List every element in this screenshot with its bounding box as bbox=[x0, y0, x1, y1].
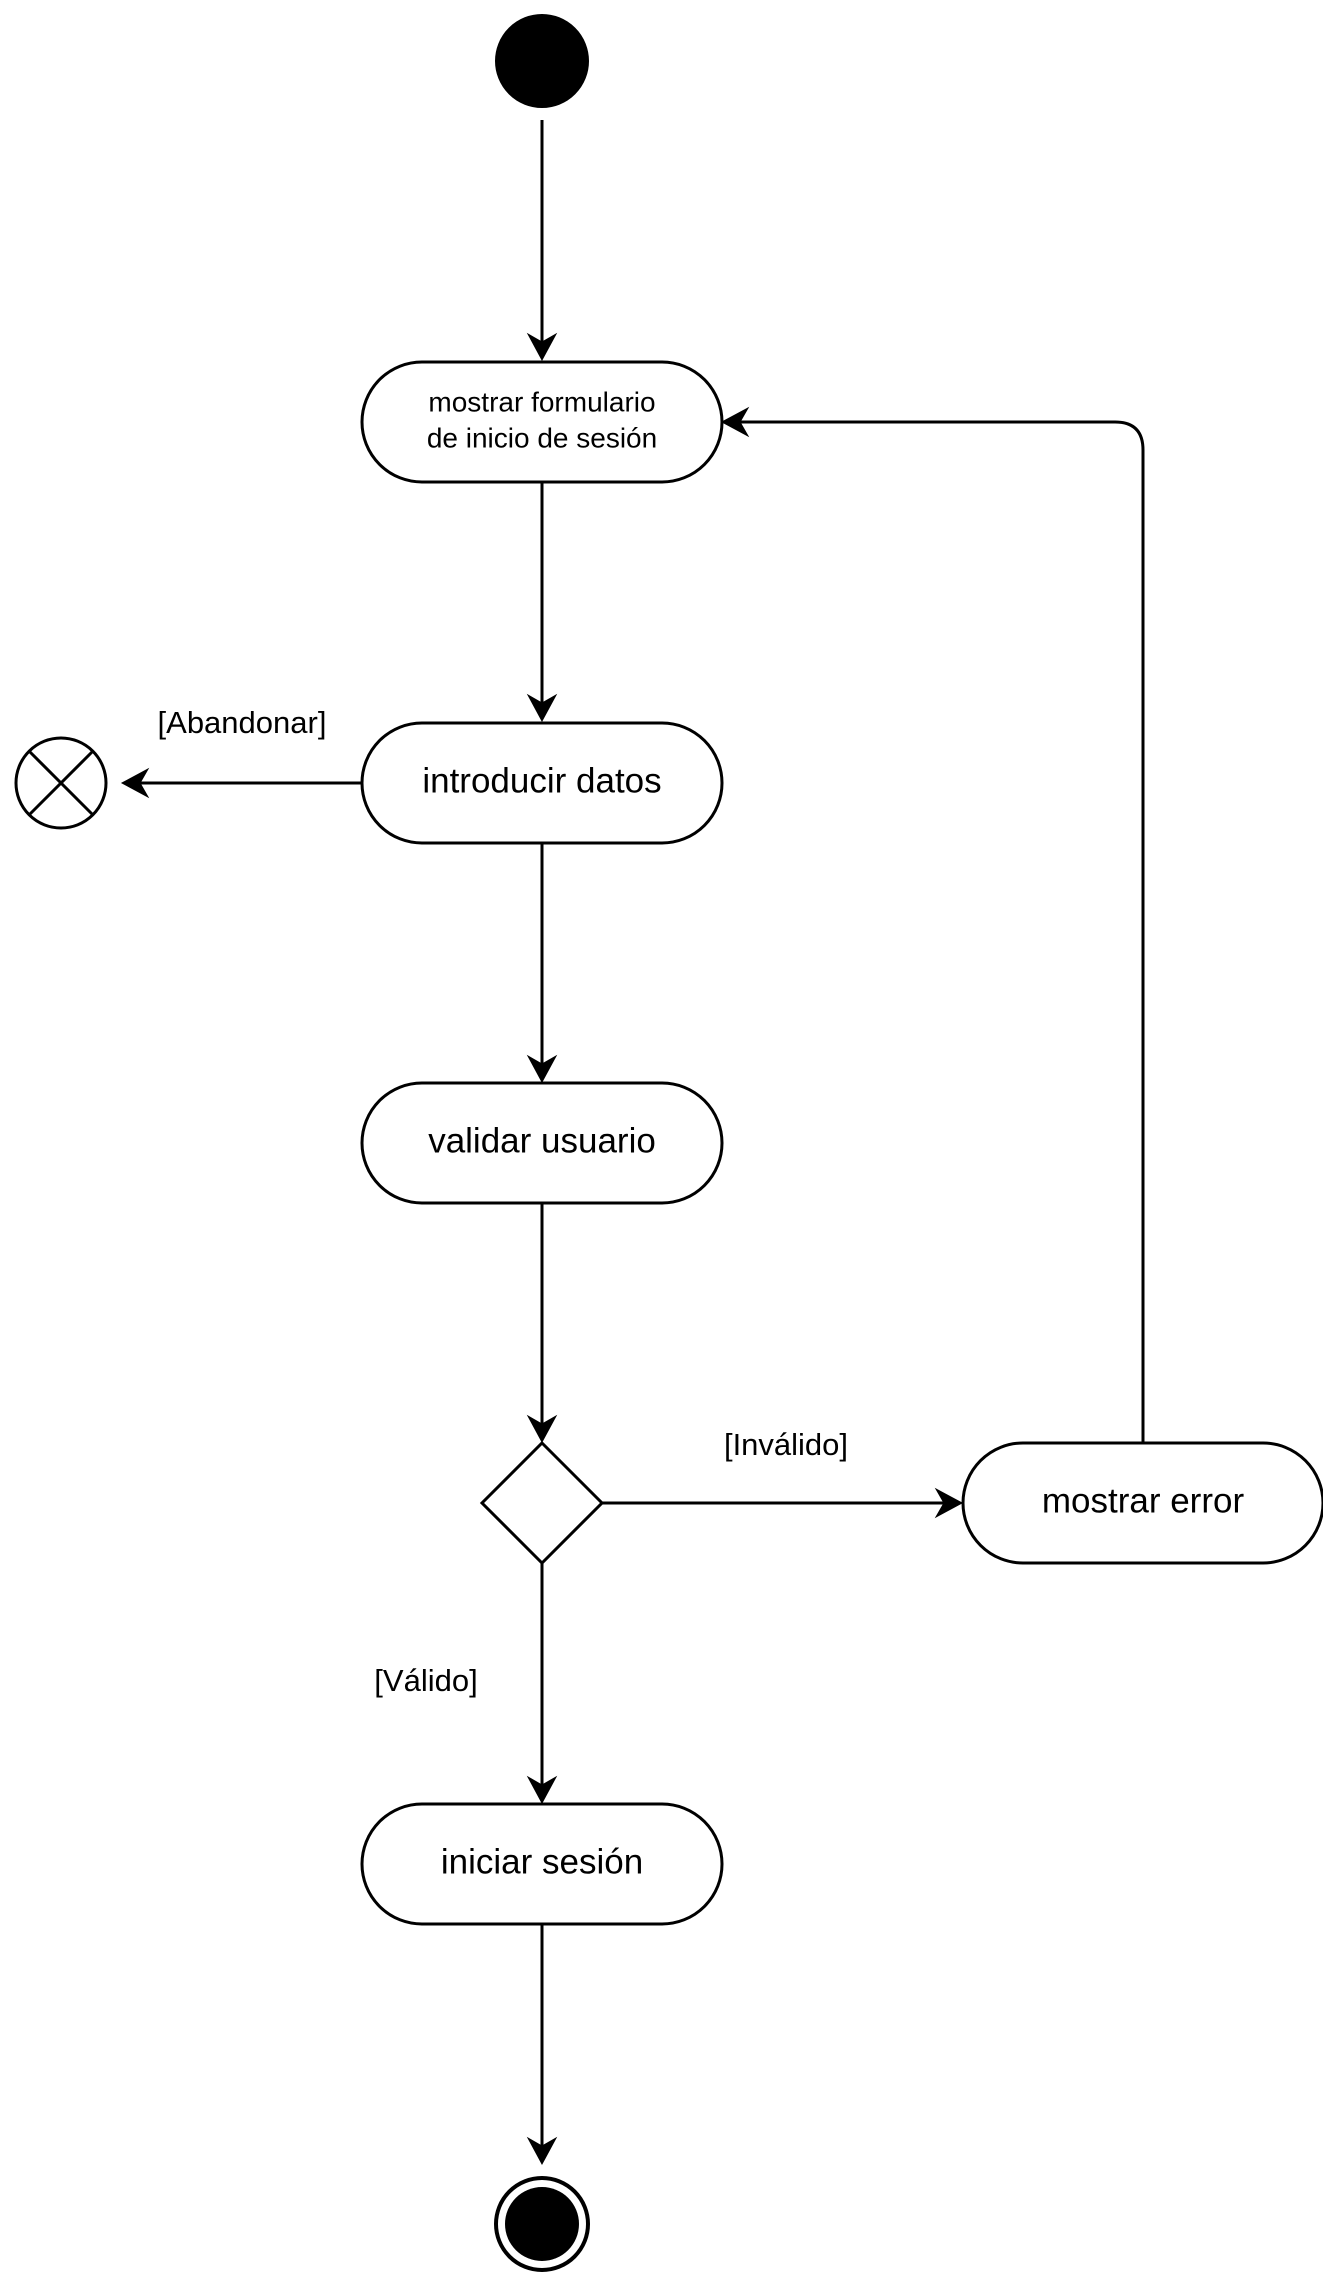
edge-login-to-activity-final bbox=[526, 1924, 558, 2166]
edge-enter-data-to-flow-final bbox=[120, 767, 361, 799]
edge-decision-to-login bbox=[526, 1563, 558, 1805]
edge-decision-to-show-error bbox=[602, 1487, 964, 1519]
activity-final-node bbox=[494, 2176, 590, 2272]
guard-invalid-label: [Inválido] bbox=[724, 1427, 848, 1462]
action-show-error: mostrar error bbox=[961, 1441, 1323, 1565]
edge-show-form-to-enter-data bbox=[526, 482, 558, 723]
edge-enter-data-to-validate-user bbox=[526, 843, 558, 1084]
initial-node bbox=[495, 14, 589, 108]
guard-valid-label: [Válido] bbox=[374, 1663, 477, 1698]
action-show-form-label-line2: de inicio de sesión bbox=[427, 422, 657, 453]
edge-show-error-to-show-form bbox=[720, 406, 1145, 1443]
action-show-form: mostrar formulario de inicio de sesión bbox=[360, 360, 724, 484]
action-login: iniciar sesión bbox=[360, 1802, 724, 1926]
action-validate-user: validar usuario bbox=[360, 1081, 724, 1205]
action-login-label: iniciar sesión bbox=[441, 1842, 643, 1881]
decision-node bbox=[479, 1440, 605, 1566]
edge-validate-user-to-decision bbox=[526, 1203, 558, 1444]
action-enter-data-label: introducir datos bbox=[422, 761, 661, 800]
guard-abandon-label: [Abandonar] bbox=[158, 705, 327, 740]
action-show-form-label-line1: mostrar formulario bbox=[428, 386, 655, 417]
action-show-error-label: mostrar error bbox=[1042, 1481, 1245, 1520]
action-validate-user-label: validar usuario bbox=[428, 1121, 656, 1160]
action-enter-data: introducir datos bbox=[360, 721, 724, 845]
edge-initial-to-show-form bbox=[526, 120, 558, 362]
flow-final-node bbox=[14, 736, 108, 830]
